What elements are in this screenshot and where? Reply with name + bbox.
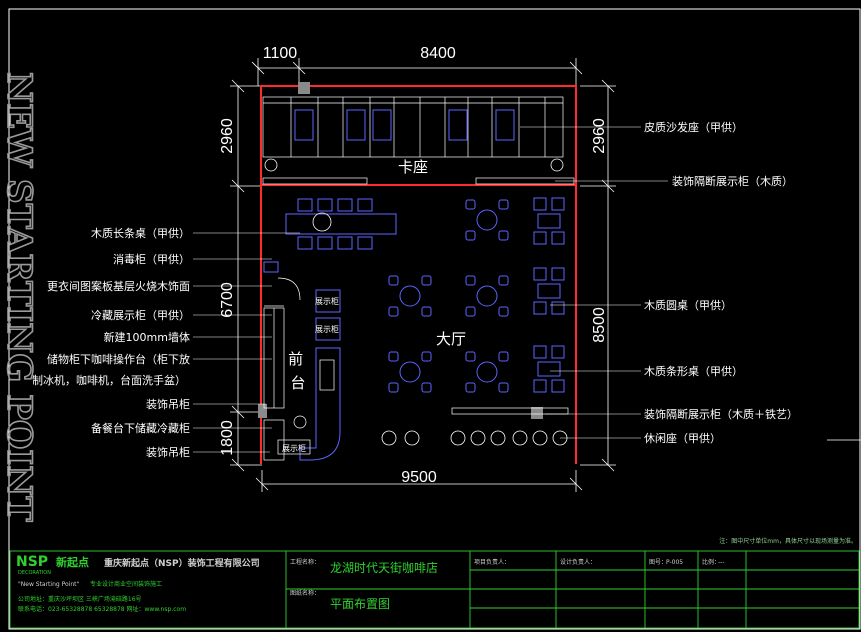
right-label-3: 木质条形桌（甲供）: [644, 364, 743, 378]
booth-tables: [294, 109, 515, 141]
ratio: ---: [718, 559, 725, 566]
column-left: [258, 404, 267, 418]
front-desk-char-2: 台: [290, 374, 305, 392]
showcase-label-2: 展示柜: [315, 324, 339, 334]
project-name: 龙湖时代天街咖啡店: [330, 560, 438, 575]
outer-frame: [8, 8, 861, 630]
company-tagline: "New Starting Point": [18, 581, 79, 588]
left-label-0: 木质长条桌（甲供）: [91, 226, 190, 240]
room-label-hall: 大厅: [436, 330, 466, 348]
project-name-label: 工程名称：: [290, 558, 320, 566]
round-tables: [388, 199, 509, 393]
drawing-no-label: 图号：: [649, 559, 667, 566]
dimension-lines: [230, 58, 861, 492]
drawing-name-label: 图纸名称：: [290, 589, 320, 597]
dim-top-main: 8400: [420, 45, 456, 62]
dim-right-top: 2960: [591, 118, 608, 154]
left-label-7: 装饰吊柜: [146, 397, 190, 411]
right-label-4: 装饰隔断展示柜（木质＋铁艺）: [644, 407, 798, 421]
room-label-front-desk: 前 台: [288, 350, 308, 392]
title-block-grid: [9, 550, 860, 629]
watermark-text: NEW STARTING POINT: [0, 72, 39, 522]
showcase-label-3: 展示柜: [282, 443, 306, 453]
company-tagline-cn: 专业设计商业空间装饰施工: [90, 580, 162, 588]
booth-plants: [264, 158, 564, 172]
company-address: 公司地址：重庆沙坪坝区 三峡广场渝碚路16号: [18, 595, 142, 603]
left-label-5: 储物柜下咖啡操作台（柜下放: [47, 352, 190, 366]
left-label-6: 制冰机，咖啡机，台面洗手盆）: [32, 373, 186, 387]
drawing-name: 平面布置图: [330, 597, 390, 611]
partition-showcases: [262, 177, 575, 415]
dim-left-top: 2960: [219, 118, 236, 154]
company-logo-cn: 新起点: [56, 555, 89, 569]
right-leaders: [520, 126, 668, 439]
right-label-2: 木质圆桌（甲供）: [644, 298, 732, 312]
dim-top-left: 1100: [263, 45, 298, 62]
column-right: [531, 407, 543, 419]
column-top: [298, 82, 310, 94]
dim-right-main: 8500: [591, 307, 608, 343]
room-label-booth: 卡座: [398, 158, 428, 176]
front-desk-counter: [263, 261, 341, 461]
left-leaders: [193, 232, 300, 453]
dim-bottom: 9500: [401, 469, 437, 486]
rect-tables: [533, 197, 565, 393]
walls: [260, 85, 577, 464]
right-label-0: 皮质沙发座（甲供）: [644, 120, 743, 134]
company-logo-sub: DECORATION: [18, 570, 51, 576]
left-label-1: 消毒柜（甲供）: [113, 252, 190, 266]
company-name: 重庆新起点（NSP）装饰工程有限公司: [104, 557, 260, 569]
drawing-no: P-005: [666, 559, 683, 566]
left-label-9: 装饰吊柜: [146, 445, 190, 459]
company-contact: 联系电话：023-65328878 65328878 网址：www.nsp.co…: [18, 605, 186, 613]
long-table-plant: [312, 212, 332, 232]
right-label-5: 休闲座（甲供）: [644, 431, 721, 445]
company-logo: NSP: [16, 554, 48, 570]
left-label-8: 备餐台下储藏冷藏柜: [91, 421, 190, 435]
front-desk-fixtures: [263, 277, 335, 461]
long-table: [285, 198, 397, 250]
showcase-label-1: 展示柜: [315, 296, 339, 306]
dim-left-bottom: 1800: [219, 420, 236, 456]
lounge-seats: [381, 430, 568, 446]
drawing-note: 注：图中尺寸单位mm，具体尺寸以现场测量为准。: [719, 537, 857, 545]
designer-label: 项目负责人：: [474, 558, 510, 566]
dim-left-mid: 6700: [219, 282, 236, 318]
left-label-2: 更衣间图案板基层火烧木饰面: [47, 279, 190, 293]
checker-label: 设计负责人：: [560, 558, 596, 566]
booth-sofas: [262, 96, 564, 158]
front-desk-char-1: 前: [288, 350, 303, 368]
right-label-1: 装饰隔断展示柜（木质）: [672, 174, 793, 188]
ratio-label: 比例：: [702, 558, 720, 566]
left-label-3: 冷藏展示柜（甲供）: [91, 308, 190, 322]
left-label-4: 新建100mm墙体: [104, 330, 190, 344]
